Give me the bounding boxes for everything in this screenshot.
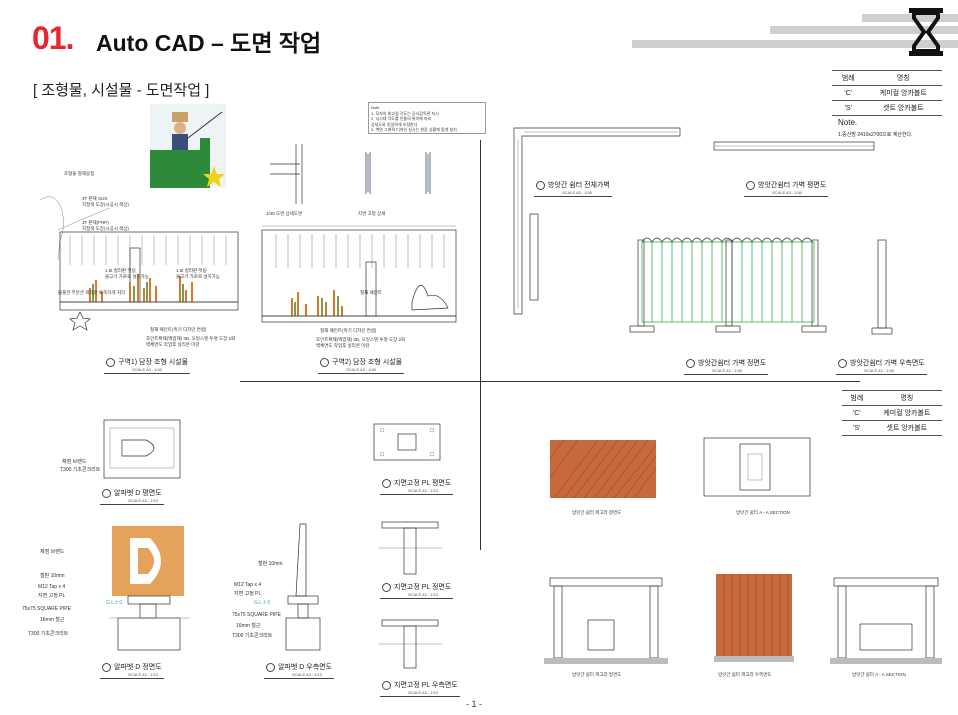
annotation-d4: 철판 10mm xyxy=(40,573,65,579)
fence1-note-3: 3T 판재(FRP)지정색 도장(시공시 색상) xyxy=(82,220,129,231)
note-line: 상세도와 동일하게 조정한다 xyxy=(371,121,418,127)
rest-area-section-2 xyxy=(830,577,942,664)
note-title: Note xyxy=(371,105,380,110)
letter-d-plan xyxy=(103,419,181,479)
annotation-d15: T300 기초콘크리트 xyxy=(232,633,273,639)
annotation-d10: 철판 10mm xyxy=(258,561,283,567)
fisherman-illustration xyxy=(150,104,226,188)
ground-pl-plan xyxy=(373,423,441,461)
rest-elev-caption-2: 방앗간 쉼터 A - A SECTION xyxy=(736,510,790,515)
page-title: Auto CAD – 도면 작업 xyxy=(96,30,322,56)
wall-right-side xyxy=(871,239,893,335)
wall-front-elevation xyxy=(629,237,827,333)
fence1-note-1: 조형물 철재용접 xyxy=(64,171,95,176)
rest-elev-caption-5: 방앗간 쉼터 A - A SECTION xyxy=(852,672,906,677)
detail-sketches-top xyxy=(270,144,431,204)
detail-caption-1: 1/40 도면 상세도면 xyxy=(266,211,303,216)
wall-overall-plan xyxy=(513,127,681,315)
legend-name: 케미컬 앙카볼트 xyxy=(871,405,942,421)
annotation-d5: M12 Tap x 4 xyxy=(38,584,66,590)
ground-pl-front xyxy=(378,521,442,575)
annotation-d12: 지면 고정 PL xyxy=(234,591,262,597)
annotation-d11: M12 Tap x 4 xyxy=(234,582,262,588)
ground-pl-side xyxy=(378,619,442,669)
fence2-note-2: 철재 패인트(흑기 디자인 컨셉) xyxy=(320,328,377,333)
legend-header-symbol: 범례 xyxy=(842,390,872,406)
legend-symbol: 'S' xyxy=(832,100,865,116)
rest-elev-caption-3: 방앗간 쉼터 파고라 정면도 xyxy=(572,672,622,677)
legend-header-name: 명칭 xyxy=(871,390,942,406)
note-line: 3. 벽면 그래픽 디자인 실시는 현장 상황에 맞게 설치 xyxy=(371,127,457,132)
annotation-d14: 16mm 철근 xyxy=(236,623,261,629)
annotation-d13: 75x75 SQUARE PIPE xyxy=(232,612,281,618)
fence1-note-7: 철재 패인트(흑기 디자인 컨셉) xyxy=(150,327,207,332)
legend-symbol: 'S' xyxy=(842,420,872,436)
horizontal-divider xyxy=(240,381,860,382)
legend-note-label: Note. xyxy=(838,118,858,127)
decorative-bar-1 xyxy=(862,14,958,22)
rest-area-section-1 xyxy=(703,437,811,497)
legend-symbol: 'C' xyxy=(842,405,872,421)
letter-d-front xyxy=(110,526,190,651)
letter-d-side xyxy=(285,523,321,651)
wall-plan xyxy=(713,141,875,151)
fence-elevation-2 xyxy=(261,225,457,323)
note-box: Note 1. 모자의 최고점 각도는 공사감독관 지시 2. 낚시대 각도를 … xyxy=(368,102,486,134)
legend-name: 셋트 앙카볼트 xyxy=(871,420,942,436)
section-subtitle: [ 조형물, 시설물 - 도면작업 ] xyxy=(33,82,210,99)
fence-elevation-1 xyxy=(39,196,239,331)
rest-elev-caption-4: 방앗간 쉼터 파고라 우측면도 xyxy=(718,672,772,677)
section-number: 01. xyxy=(32,20,74,56)
annotation-d2: T300 기초콘크리트 xyxy=(60,467,101,473)
vertical-divider xyxy=(480,140,481,550)
note-line: 1. 모자의 최고점 각도는 공사감독관 지시 xyxy=(371,110,439,116)
rest-elev-caption-1: 방앗간 쉼터 파고라 정면도 xyxy=(572,510,622,515)
annotation-d3: 제점 브랜드 xyxy=(40,549,65,555)
annotation-d16b: G.L ± 0 xyxy=(254,600,271,606)
decorative-bar-3 xyxy=(632,40,958,48)
legend-header-name: 명칭 xyxy=(864,70,942,86)
annotation-d7: 75x75 SQUARE PIPE xyxy=(22,606,71,612)
detail-caption-2: 지면 고정 상세 xyxy=(358,211,386,216)
rest-area-side-2 xyxy=(714,574,794,662)
rest-area-elevation-1 xyxy=(549,439,657,499)
annotation-d1: 채점 브랜드 xyxy=(62,459,87,465)
page-number: - 1 - xyxy=(466,699,483,709)
decorative-bar-2 xyxy=(770,26,958,34)
legend-header-symbol: 범례 xyxy=(832,70,865,86)
annotation-d16a: G.L ± 0 xyxy=(106,600,123,606)
legend-symbol: 'C' xyxy=(832,85,865,101)
legend-note-text: 1.중산방 2410x2700으로 계산한다. xyxy=(838,132,913,138)
annotation-d6: 지면 고정 PL xyxy=(38,593,66,599)
note-line: 2. 낚시대 각도를 인물의 위치에 따라 xyxy=(371,116,432,121)
rest-area-front-2 xyxy=(544,577,668,664)
legend-name: 케미컬 앙카볼트 xyxy=(864,85,942,101)
fence1-note-6: 물풀한 부분은 최대한 뾰족하게 처리 xyxy=(58,290,126,295)
fence2-note-1: 철재 패인트 xyxy=(360,290,382,295)
annotation-d8: 16mm 철근 xyxy=(40,617,65,623)
hourglass-icon xyxy=(909,8,943,56)
annotation-d9: T300 기초콘크리트 xyxy=(28,631,69,637)
legend-name: 셋트 앙카볼트 xyxy=(864,100,942,116)
